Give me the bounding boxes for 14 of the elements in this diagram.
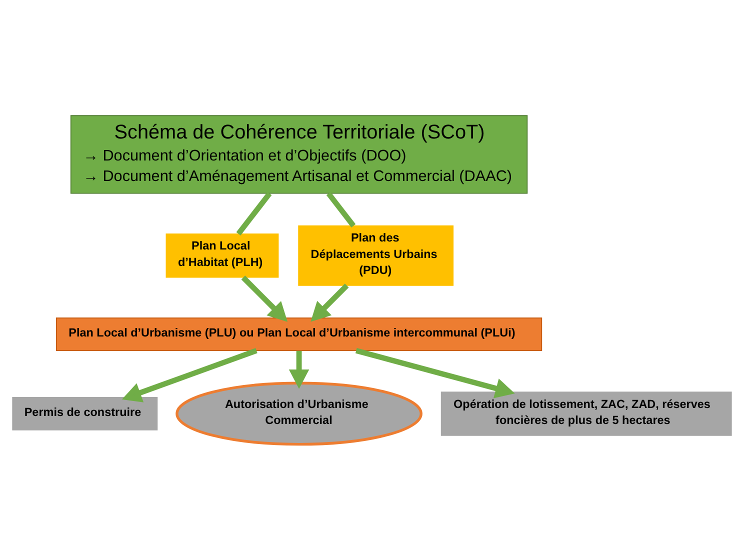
node-box: Plan Local d’Urbanisme (PLU) ou Plan Local d’Urbanisme intercommunal (PLUi) <box>56 318 542 351</box>
connector <box>326 192 356 228</box>
arrow <box>122 348 258 402</box>
node-box: Plan des Déplacements Urbains (PDU) <box>298 225 454 286</box>
arrow <box>355 348 515 398</box>
node-box: Opération de lotissement, ZAC, ZAD, réserves foncières de plus de 5 hectares <box>440 392 732 436</box>
arrow <box>241 276 288 322</box>
connector <box>236 192 272 236</box>
node-box: Plan Local d’Habitat (PLH) <box>166 234 279 278</box>
arrow <box>288 350 310 389</box>
node-box: Schéma de Cohérence Territoriale (SCoT) → Document d’Orientation et d’Objectifs (DOO) → Document d’Aménagement Artisanal et Commercial (DAAC) <box>70 115 528 194</box>
node-ellipse: Autorisation d’Urbanisme Commercial <box>176 382 422 446</box>
node-box: Permis de construire <box>12 397 158 430</box>
arrow <box>310 284 349 322</box>
